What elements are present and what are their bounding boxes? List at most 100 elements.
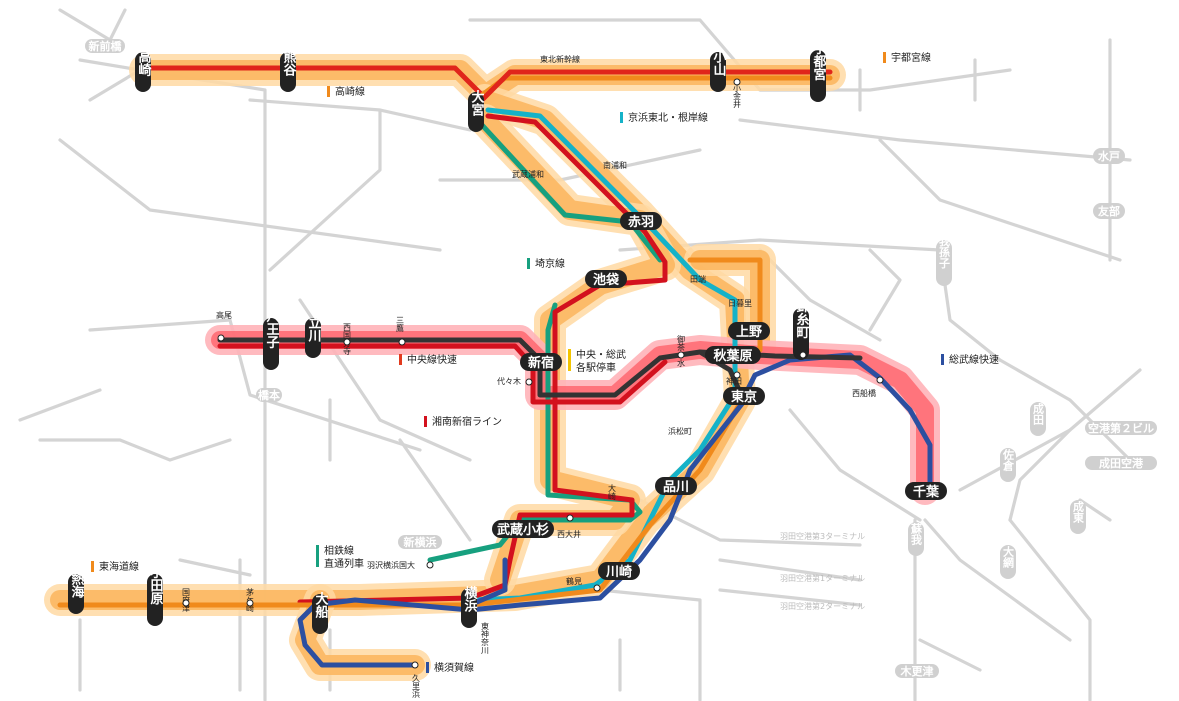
label-airport2: 空港第２ビル — [1088, 421, 1154, 435]
station-tsurumi: 鶴見 — [566, 576, 582, 586]
svg-text:横浜: 横浜 — [462, 585, 478, 613]
legend-chuo-sobu: 中央・総武 各駅停車 — [568, 348, 626, 374]
svg-text:総武線快速: 総武線快速 — [949, 353, 999, 366]
station-nippori: 日暮里 — [728, 298, 752, 308]
svg-text:大船: 大船 — [313, 591, 329, 619]
station-ikebukuro[interactable]: 池袋 — [585, 270, 627, 288]
station-omiya[interactable]: 大宮 — [468, 89, 484, 132]
svg-text:宇都宮: 宇都宮 — [811, 41, 828, 81]
label-narita-airport: 成田空港 — [1099, 456, 1144, 470]
station-musashikosugi[interactable]: 武蔵小杉 — [492, 520, 554, 538]
label-abiko: 我孫子 — [938, 234, 951, 269]
grey-labels: 新前橋 水戸 友部 空港第２ビル 成田空港 成田 佐倉 成東 大網 木更津 蘇我… — [85, 39, 1157, 678]
svg-text:湘南新宿ライン: 湘南新宿ライン — [432, 415, 502, 428]
svg-text:秋葉原: 秋葉原 — [713, 348, 752, 364]
label-haneda1: 羽田空港第1ターミナル — [780, 573, 865, 583]
legend-tokaido: 東海道線 — [91, 560, 139, 573]
tohoku-shinkansen-label: 東北新幹線 — [540, 54, 580, 64]
station-atami[interactable]: 熱海 — [68, 571, 84, 614]
svg-text:横須賀線: 横須賀線 — [434, 661, 474, 674]
station-mitaka: 三鷹 — [396, 316, 405, 333]
label-oami: 大網 — [1002, 545, 1015, 569]
svg-text:直通列車: 直通列車 — [324, 557, 364, 570]
svg-text:新宿: 新宿 — [528, 355, 554, 371]
saikyo-line — [479, 122, 663, 263]
svg-text:錦糸町: 錦糸町 — [794, 299, 810, 340]
station-ueno[interactable]: 上野 — [728, 322, 770, 340]
legend-keihin-tohoku: 京浜東北・根岸線 — [620, 111, 708, 124]
svg-text:熊谷: 熊谷 — [281, 49, 297, 77]
label-hashimoto: 橋本 — [258, 388, 280, 402]
station-hamamatsucho: 浜松町 — [668, 426, 692, 436]
svg-text:川崎: 川崎 — [605, 564, 632, 580]
label-sakura: 佐倉 — [1002, 448, 1016, 472]
station-akihabara[interactable]: 秋葉原 — [705, 346, 761, 364]
legend: 宇都宮線 高崎線 京浜東北・根岸線 埼京線 中央線快速 中央・総武 各駅停車 湘… — [91, 51, 999, 674]
legend-takasaki: 高崎線 — [327, 85, 365, 98]
svg-text:小山: 小山 — [711, 50, 727, 77]
station-chiba[interactable]: 千葉 — [905, 482, 947, 500]
station-shinagawa[interactable]: 品川 — [655, 477, 697, 495]
station-kurihama: 久里浜 — [412, 673, 421, 699]
minor-stations: 小金井 南浦和 武蔵浦和 田端 日暮里 御茶ノ水 神田 代々木 浜松町 大崎 西… — [182, 78, 884, 699]
svg-text:中央線快速: 中央線快速 — [407, 353, 457, 366]
station-hachioji[interactable]: 八王子 — [263, 310, 280, 371]
label-kisarazu: 木更津 — [900, 664, 934, 678]
station-odawara[interactable]: 小田原 — [147, 566, 163, 627]
station-musashiurawa: 武蔵浦和 — [512, 169, 544, 179]
station-osaki: 大崎 — [608, 483, 617, 500]
label-haneda2: 羽田空港第2ターミナル — [780, 601, 865, 611]
label-soga: 蘇我 — [910, 522, 924, 546]
sobu-rapid-line — [742, 352, 933, 493]
station-kumagaya[interactable]: 熊谷 — [280, 49, 296, 92]
svg-text:品川: 品川 — [663, 480, 689, 495]
svg-text:埼京線: 埼京線 — [535, 257, 565, 270]
station-oyama[interactable]: 小山 — [710, 50, 726, 92]
takasaki-line — [142, 65, 485, 98]
svg-text:八王子: 八王子 — [264, 310, 281, 350]
station-ochanomizu: 御茶ノ水 — [677, 334, 686, 367]
svg-text:赤羽: 赤羽 — [628, 214, 654, 230]
legend-sotetsu: 相鉄線 直通列車 — [316, 544, 364, 570]
station-akabane[interactable]: 赤羽 — [620, 212, 662, 230]
label-togane: 成東 — [1072, 500, 1085, 524]
label-haneda3: 羽田空港第3ターミナル — [780, 531, 865, 541]
station-yokohama[interactable]: 横浜 — [461, 585, 477, 628]
station-kawasaki[interactable]: 川崎 — [598, 562, 640, 580]
label-shinyokohama: 新横浜 — [404, 535, 437, 549]
legend-shonan-shinjuku: 湘南新宿ライン — [424, 415, 502, 428]
station-minamiurawa: 南浦和 — [603, 160, 627, 170]
legend-saikyo: 埼京線 — [527, 257, 565, 270]
legend-yokosuka: 横須賀線 — [426, 661, 474, 674]
svg-text:千葉: 千葉 — [913, 484, 940, 500]
svg-text:京浜東北・根岸線: 京浜東北・根岸線 — [628, 111, 708, 124]
label-narita: 成田 — [1032, 402, 1045, 426]
station-hazawa: 羽沢横浜国大 — [367, 560, 415, 570]
station-takasaki[interactable]: 高崎 — [135, 49, 151, 92]
station-takao: 高尾 — [216, 310, 232, 320]
station-nishioi: 西大井 — [557, 529, 581, 539]
svg-text:高崎: 高崎 — [136, 49, 152, 77]
label-shinmaebashi: 新前橋 — [89, 39, 123, 53]
legend-chuo-rapid: 中央線快速 — [399, 353, 457, 366]
station-kanda: 神田 — [726, 376, 742, 386]
legend-sobu-rapid: 総武線快速 — [941, 353, 999, 366]
svg-text:小田原: 小田原 — [148, 566, 164, 606]
station-utsunomiya[interactable]: 宇都宮 — [810, 41, 827, 102]
svg-text:東海道線: 東海道線 — [99, 560, 139, 573]
svg-text:大宮: 大宮 — [469, 89, 485, 116]
station-shinjuku[interactable]: 新宿 — [520, 353, 562, 371]
station-ofuna[interactable]: 大船 — [312, 591, 328, 634]
label-mito: 水戸 — [1098, 149, 1120, 163]
station-kinshicho[interactable]: 錦糸町 — [793, 299, 809, 360]
station-tachikawa[interactable]: 立川 — [305, 315, 322, 358]
svg-text:宇都宮線: 宇都宮線 — [891, 51, 931, 64]
station-tokyo[interactable]: 東京 — [723, 387, 765, 405]
svg-text:高崎線: 高崎線 — [335, 85, 365, 98]
station-nishifunabashi: 西船橋 — [852, 388, 876, 398]
svg-text:東京: 東京 — [731, 389, 757, 405]
svg-text:各駅停車: 各駅停車 — [576, 361, 616, 374]
svg-text:相鉄線: 相鉄線 — [324, 544, 354, 557]
svg-text:中央・総武: 中央・総武 — [576, 348, 626, 361]
